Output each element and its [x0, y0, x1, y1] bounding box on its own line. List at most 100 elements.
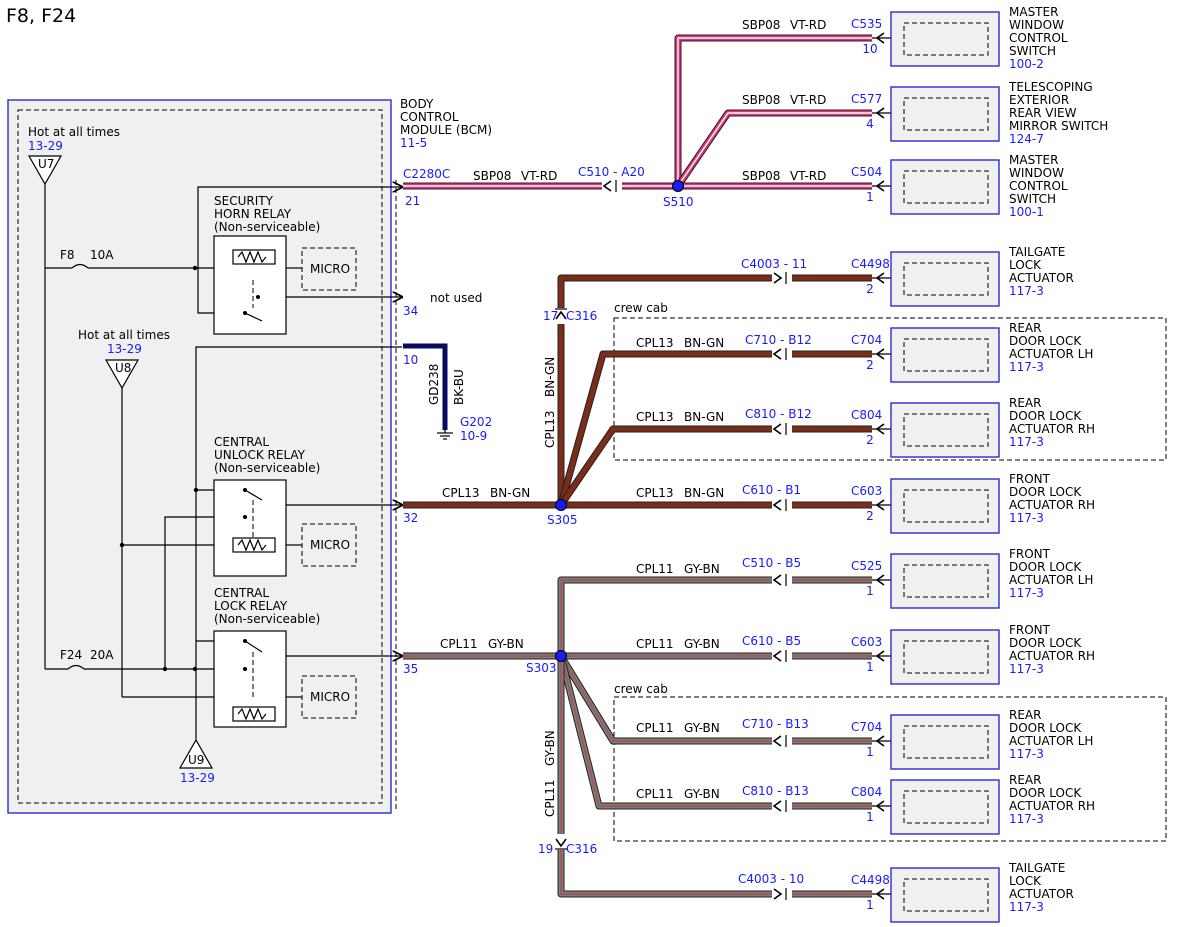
component-ref: 100-1	[1009, 205, 1044, 219]
component-connector: C804	[851, 785, 882, 799]
u7-label: Hot at all times	[28, 125, 120, 139]
wire-sbp08-c577	[675, 109, 872, 188]
security-relay-line3: (Non-serviceable)	[214, 220, 320, 234]
bcm-name-line2: CONTROL	[400, 110, 459, 124]
wire-labels: SBP08 VT-RD C510 - A20 SBP08 VT-RD SBP08…	[440, 18, 826, 817]
wire-cpl13-c704-circuit: CPL13	[636, 336, 674, 350]
u9-triangle	[178, 738, 214, 769]
component-ref: 117-3	[1009, 900, 1044, 914]
bcm-pin-32: 32	[403, 511, 418, 525]
inline-c710-b12: C710 - B12	[745, 333, 812, 347]
component-ref: 117-3	[1009, 586, 1044, 600]
break-c316-top	[555, 308, 567, 324]
break-c610-b1	[772, 499, 792, 511]
break-c610-b5	[772, 650, 792, 662]
component-name-line: CONTROL	[1009, 179, 1068, 193]
component-connector: C603	[851, 635, 882, 649]
bcm-pins: C2280C 21 34 not used 10 32 35	[403, 167, 482, 676]
component-ref: 117-3	[1009, 812, 1044, 826]
source-u8: Hot at all times 13-29 U8	[78, 328, 170, 390]
gd238-color: BK-BU	[452, 369, 466, 405]
wire-cpl11-c704-circuit: CPL11	[636, 721, 674, 735]
wire-sbp08-c577-circuit: SBP08	[742, 93, 780, 107]
component-pin: 2	[866, 433, 874, 447]
wire-cpl11-bcm-color: GY-BN	[488, 637, 524, 651]
component-inner	[903, 262, 989, 296]
component-name-line: WINDOW	[1009, 18, 1064, 32]
bcm-pin-10: 10	[403, 353, 418, 367]
fuse-f8-symbol	[71, 263, 89, 269]
component-connector: C704	[851, 720, 882, 734]
wire-cpl13-c603-circuit: CPL13	[636, 486, 674, 500]
security-relay-coil	[232, 249, 276, 265]
wire-cpl11-c603-color: GY-BN	[684, 637, 720, 651]
security-relay-line2: HORN RELAY	[214, 207, 292, 221]
source-u9: U9 13-29	[178, 738, 215, 785]
component-name-line: REAR	[1009, 773, 1041, 787]
bcm-outline	[7, 99, 392, 814]
u7-ref: 13-29	[28, 139, 63, 153]
inline-c810-b13: C810 - B13	[742, 784, 809, 798]
component-pin: 10	[862, 42, 877, 56]
component-inner	[903, 640, 989, 674]
component-pin: 2	[866, 509, 874, 523]
crew-cab-zone-2	[613, 696, 1167, 842]
unlock-relay-line3: (Non-serviceable)	[214, 461, 320, 475]
break-c510-b5	[772, 574, 792, 586]
crew-cab-label-1: crew cab	[614, 301, 668, 315]
inline-c710-b13: C710 - B13	[742, 717, 809, 731]
component-ref: 117-3	[1009, 435, 1044, 449]
splice-s305	[555, 499, 567, 511]
lock-relay-coil	[232, 706, 276, 722]
inline-c316-pin17: 17	[543, 309, 558, 323]
wire-cpl11-vert-circuit: CPL11	[543, 779, 557, 817]
crew-cab-label-2: crew cab	[614, 682, 668, 696]
component-name-line: REAR	[1009, 321, 1041, 335]
component-name-line: WINDOW	[1009, 166, 1064, 180]
wire-sbp08-bcm-circuit: SBP08	[473, 169, 511, 183]
component-name-line: ACTUATOR RH	[1009, 422, 1095, 436]
gd238-wire	[403, 343, 448, 430]
bcm-pin-21: 21	[405, 194, 420, 208]
break-c710-b13	[772, 735, 792, 747]
bcm-connector-c2280c: C2280C	[403, 167, 450, 181]
component-inner	[903, 790, 989, 824]
fuse-f8-name: F8	[60, 248, 75, 262]
component-name-line: ACTUATOR RH	[1009, 799, 1095, 813]
break-c810-b13	[772, 800, 792, 812]
break-c4003-10	[772, 888, 792, 900]
components: C53510MASTERWINDOWCONTROLSWITCH100-2C577…	[851, 5, 1108, 923]
not-used-label: not used	[430, 291, 482, 305]
component-name-line: TAILGATE	[1008, 245, 1065, 259]
wire-cpl11-c603-circuit: CPL11	[636, 637, 674, 651]
unlock-relay-line2: UNLOCK RELAY	[214, 448, 306, 462]
diagram-title: F8, F24	[6, 5, 76, 27]
bcm-pin-35: 35	[403, 662, 418, 676]
component-connector: C4498	[851, 873, 890, 887]
u8-triangle	[104, 359, 140, 390]
component-connector: C804	[851, 408, 882, 422]
component-name-line: DOOR LOCK	[1009, 721, 1082, 735]
component-name-line: MIRROR SWITCH	[1009, 119, 1108, 133]
inline-connector-labels: C4003 - 11 C710 - B12 C810 - B12 C610 - …	[538, 257, 812, 886]
component-name-line: ACTUATOR LH	[1009, 573, 1093, 587]
component-name-line: TAILGATE	[1008, 861, 1065, 875]
unlock-relay-switch	[244, 489, 263, 501]
bcm-ref: 11-5	[400, 136, 427, 150]
wire-sbp08-c535-color: VT-RD	[790, 18, 826, 32]
component-name-line: CONTROL	[1009, 31, 1068, 45]
component-name-line: LOCK	[1009, 258, 1042, 272]
lock-micro-label: MICRO	[310, 690, 350, 704]
splice-s303	[555, 650, 567, 662]
wire-cpl11-c4498	[557, 656, 872, 898]
break-c710-b12	[772, 348, 792, 360]
component-connector: C535	[851, 17, 882, 31]
component-name-line: ACTUATOR LH	[1009, 347, 1093, 361]
component-connector: C504	[851, 165, 882, 179]
